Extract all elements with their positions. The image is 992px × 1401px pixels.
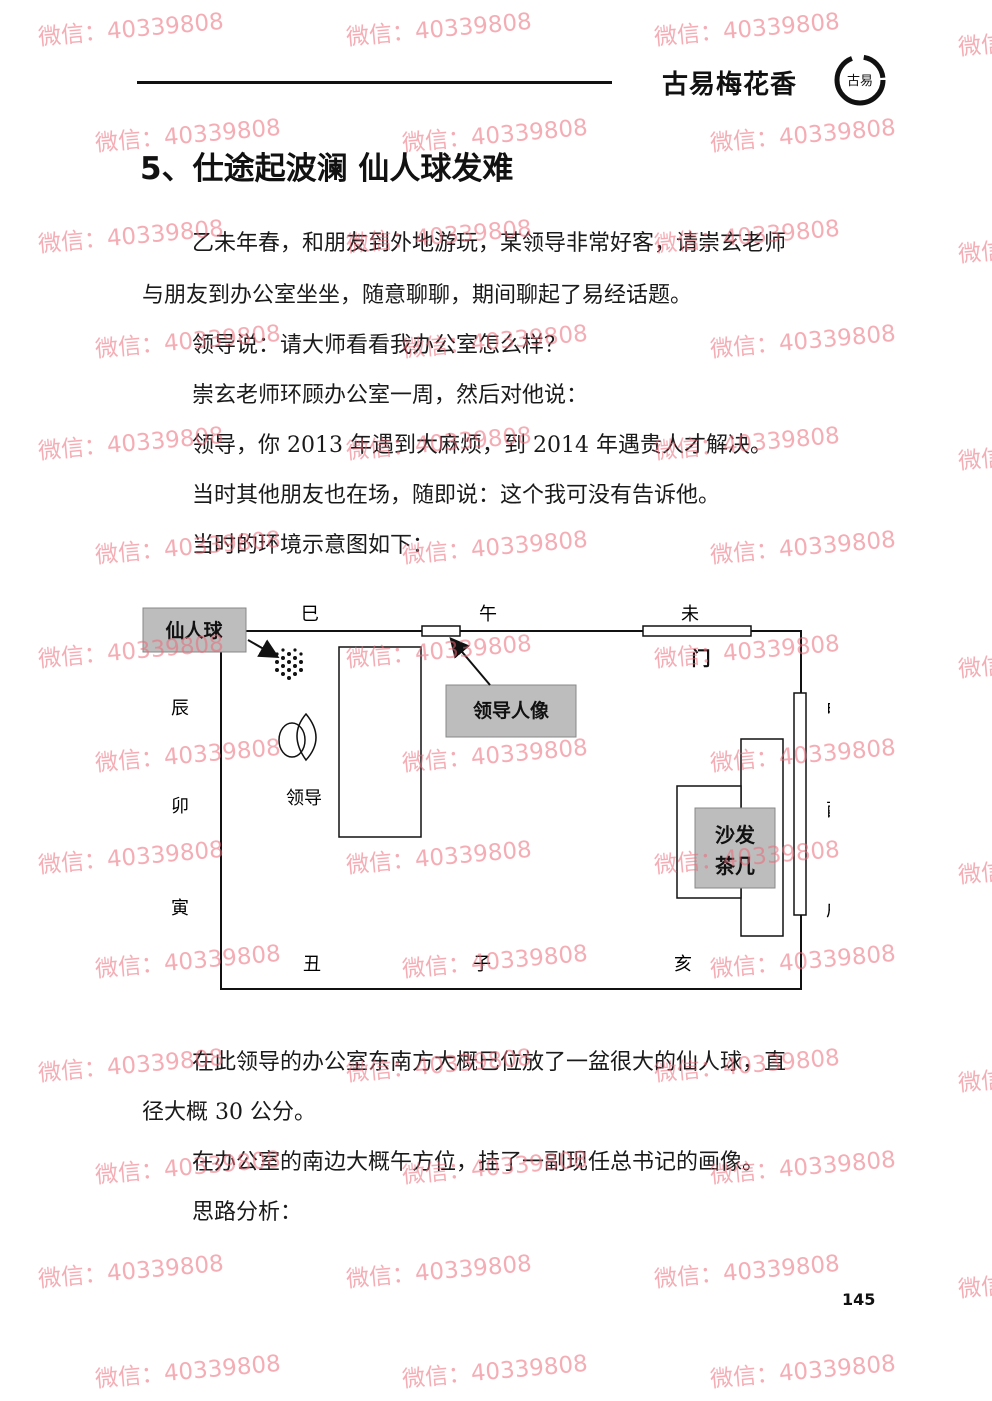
direction-chou: 丑 <box>303 954 321 975</box>
watermark: 微信：40339808 <box>709 1350 897 1393</box>
direction-wu: 午 <box>479 604 497 625</box>
portrait-label-box <box>445 684 577 738</box>
watermark: 微信：40339808 <box>653 1250 841 1293</box>
direction-chen: 辰 <box>171 698 189 719</box>
east-wall-window <box>793 692 807 916</box>
paragraph-8: 在办公室的南边大概午方位，挂了一副现任总书记的画像。 <box>192 1150 765 1175</box>
paragraph-7-line-1: 在此领导的办公室东南方大概巳位放了一盆很大的仙人球，直 <box>192 1050 787 1075</box>
portrait-arrow <box>449 636 491 686</box>
watermark: 微信：40339808 <box>709 526 897 569</box>
watermark-edge: 微信 <box>957 653 992 683</box>
direction-shen: 申 <box>826 700 830 721</box>
watermark: 微信：40339808 <box>709 114 897 157</box>
direction-xu: 戌 <box>826 900 830 921</box>
header-rule <box>137 81 612 84</box>
direction-wei: 未 <box>681 604 699 625</box>
leader-label: 领导 <box>286 788 322 809</box>
desk <box>338 646 422 838</box>
watermark-edge: 微信 <box>957 1273 992 1303</box>
watermark: 微信：40339808 <box>37 8 225 51</box>
watermark: 微信：40339808 <box>94 1350 282 1393</box>
office-layout-diagram: 巳 午 未 辰 卯 寅 申 酉 戌 丑 子 亥 仙人球 领导人像 门 领导 沙发… <box>142 604 830 990</box>
watermark: 微信：40339808 <box>345 1250 533 1293</box>
watermark-edge: 微信 <box>957 1067 992 1097</box>
book-title: 古易梅花香 <box>662 70 798 100</box>
cactus-label-box <box>142 607 247 653</box>
paragraph-3: 崇玄老师环顾办公室一周，然后对他说： <box>192 383 589 408</box>
watermark-edge: 微信 <box>957 31 992 61</box>
sofa-label-box <box>694 807 776 889</box>
watermark: 微信：40339808 <box>37 1250 225 1293</box>
paragraph-6: 当时的环境示意图如下： <box>192 533 435 558</box>
watermark: 微信：40339808 <box>345 8 533 51</box>
portrait-label: 领导人像 <box>473 699 550 722</box>
sofa-label: 沙发 <box>715 823 756 847</box>
coffee-table-label: 茶几 <box>715 854 755 878</box>
direction-si: 巳 <box>301 604 319 625</box>
direction-mao: 卯 <box>171 796 189 817</box>
cactus-icon <box>275 648 303 680</box>
watermark: 微信：40339808 <box>709 320 897 363</box>
page-number: 145 <box>842 1290 876 1309</box>
cactus-arrow <box>247 639 280 658</box>
door-symbol <box>642 625 752 637</box>
direction-you: 酉 <box>826 800 830 821</box>
paragraph-9: 思路分析： <box>192 1200 303 1225</box>
portrait-on-wall <box>421 625 461 637</box>
paragraph-5: 当时其他朋友也在场，随即说：这个我可没有告诉他。 <box>192 483 721 508</box>
chapter-title: 5、仕途起波澜 仙人球发难 <box>140 151 514 187</box>
logo-text: 古易 <box>847 74 873 89</box>
paragraph-2: 领导说：请大师看看我办公室怎么样？ <box>192 333 567 358</box>
watermark-edge: 微信 <box>957 859 992 889</box>
direction-hai: 亥 <box>674 954 692 975</box>
cactus-label: 仙人球 <box>165 619 223 642</box>
paragraph-1-line-2: 与朋友到办公室坐坐，随意聊聊，期间聊起了易经话题。 <box>142 283 693 308</box>
watermark: 微信：40339808 <box>401 1350 589 1393</box>
paragraph-4: 领导，你 2013 年遇到大麻烦，到 2014 年遇贵人才解决。 <box>192 433 772 458</box>
direction-yin: 寅 <box>171 898 189 919</box>
paragraph-1-line-1: 乙未年春，和朋友到外地游玩，某领导非常好客，请崇玄老师 <box>192 231 787 256</box>
watermark-edge: 微信 <box>957 238 992 268</box>
book-logo-icon: 古易 <box>834 54 886 106</box>
direction-zi: 子 <box>473 954 491 975</box>
leader-person-icon <box>278 712 317 762</box>
watermark: 微信：40339808 <box>653 8 841 51</box>
door-label: 门 <box>691 647 710 670</box>
paragraph-7-line-2: 径大概 30 公分。 <box>142 1100 316 1125</box>
watermark-edge: 微信 <box>957 445 992 475</box>
